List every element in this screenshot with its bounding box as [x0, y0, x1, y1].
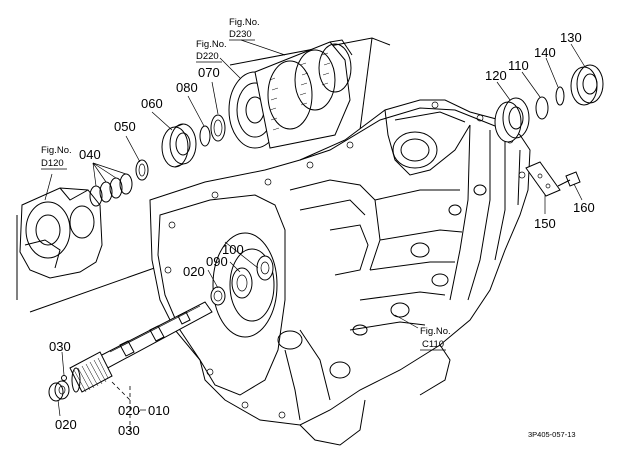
label-140: 140 — [534, 45, 556, 60]
fig-d230-caption: Fig.No. — [229, 17, 260, 28]
fig-d120-number: D120 — [41, 158, 64, 169]
label-040: 040 — [79, 147, 101, 162]
pin-030 — [61, 375, 67, 381]
main-shaft-010 — [69, 301, 213, 393]
label-160: 160 — [573, 200, 595, 215]
ring-110 — [535, 96, 549, 120]
label-130: 130 — [560, 30, 582, 45]
label-100: 100 — [222, 242, 244, 257]
seal-090-100 — [231, 255, 274, 299]
label-120: 120 — [485, 68, 507, 83]
label-020-bearing: 020 — [183, 264, 205, 279]
bearing-060 — [161, 123, 197, 168]
drawing-code: 3P405-057-13 — [528, 430, 576, 439]
fig-c110-caption: Fig.No. — [420, 326, 451, 337]
leader-lines — [44, 39, 586, 432]
label-050: 050 — [114, 119, 136, 134]
bearing-020-upper — [210, 286, 226, 306]
label-090: 090 — [206, 254, 228, 269]
label-150: 150 — [534, 216, 556, 231]
fig-d120-caption: Fig.No. — [41, 145, 72, 156]
ring-140 — [555, 86, 565, 106]
figure-ref-d120: Fig.No. D120 — [41, 145, 72, 170]
label-080: 080 — [176, 80, 198, 95]
fig-d220-number: D220 — [196, 51, 219, 62]
label-110: 110 — [508, 58, 529, 73]
bearing-130 — [570, 64, 604, 106]
gear-pack-assembly — [228, 39, 353, 149]
plate-150 — [525, 161, 561, 197]
label-030-left: 030 — [49, 339, 71, 354]
label-020-shaft: 020 — [118, 403, 140, 418]
rings-070-080 — [199, 114, 226, 147]
figure-ref-d230: Fig.No. D230 — [229, 17, 260, 41]
fig-c110-number: C110 — [422, 339, 444, 350]
washer-050 — [135, 159, 149, 181]
fig-d230-number: D230 — [229, 29, 252, 40]
bearing-020-lower — [48, 380, 70, 402]
bearing-120 — [494, 97, 530, 143]
label-010: 010 — [148, 403, 170, 418]
figure-ref-c110: Fig.No. C110 — [420, 326, 451, 351]
transmission-case — [149, 99, 531, 446]
figure-ref-d220: Fig.No. D220 — [196, 39, 227, 63]
label-060: 060 — [141, 96, 163, 111]
bolt-160 — [557, 171, 581, 187]
part-labels: 040 050 060 080 070 100 090 020 120 110 … — [49, 30, 595, 438]
front-cover-assembly — [19, 187, 103, 279]
fig-d220-caption: Fig.No. — [196, 39, 227, 50]
label-070: 070 — [198, 65, 220, 80]
label-dots: · — [137, 403, 141, 418]
label-030-bottom: 030 — [118, 423, 140, 438]
label-020-bottom: 020 — [55, 417, 77, 432]
